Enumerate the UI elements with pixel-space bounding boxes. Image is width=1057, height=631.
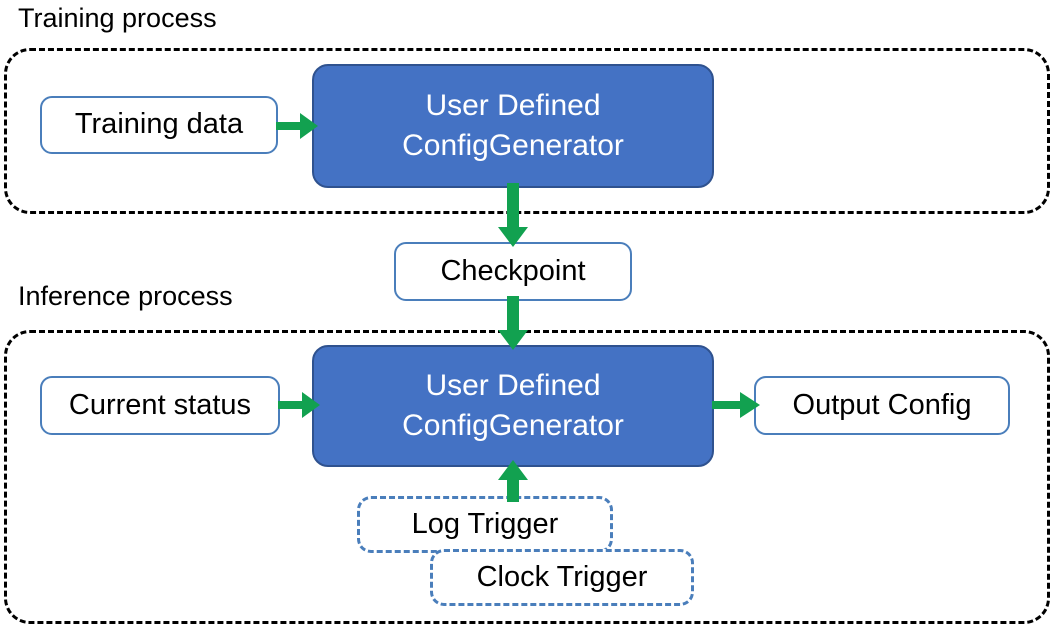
node-user-defined-configgenerator-training[interactable]: User Defined ConfigGenerator (312, 64, 714, 188)
node-log-trigger[interactable]: Log Trigger (357, 496, 613, 553)
node-output-config[interactable]: Output Config (754, 376, 1010, 435)
configgenerator-inference-line-1: User Defined (425, 368, 601, 402)
training-process-label: Training process (18, 3, 217, 33)
configgenerator-inference-line-2: ConfigGenerator (402, 409, 624, 442)
node-current-status[interactable]: Current status (40, 376, 280, 435)
node-checkpoint[interactable]: Checkpoint (394, 242, 632, 301)
node-user-defined-configgenerator-inference[interactable]: User Defined ConfigGenerator (312, 345, 714, 467)
inference-process-label: Inference process (18, 281, 233, 311)
arrow-triggers-to-configgenerator (498, 460, 528, 502)
arrow-configgenerator-to-output-config (712, 392, 760, 418)
arrow-current-status-to-configgenerator (278, 392, 320, 418)
arrow-checkpoint-to-configgenerator (498, 296, 528, 350)
arrow-training-data-to-configgenerator (276, 113, 318, 139)
node-clock-trigger[interactable]: Clock Trigger (430, 549, 694, 606)
node-training-data[interactable]: Training data (40, 96, 278, 154)
training-process-container (4, 48, 1050, 214)
inference-process-container (4, 330, 1050, 624)
configgenerator-training-line-2: ConfigGenerator (402, 129, 624, 162)
configgenerator-training-line-1: User Defined (425, 88, 601, 122)
arrow-configgenerator-to-checkpoint (498, 183, 528, 247)
